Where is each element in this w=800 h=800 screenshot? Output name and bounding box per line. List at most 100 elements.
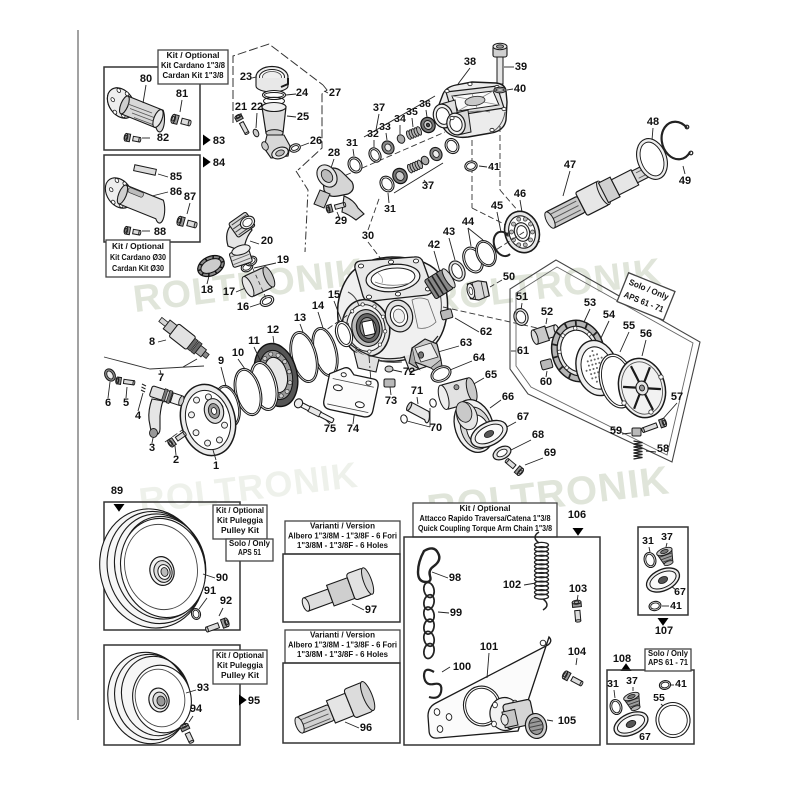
svg-text:31: 31 — [384, 203, 396, 215]
svg-text:51: 51 — [516, 291, 528, 303]
svg-text:Solo / Only: Solo / Only — [229, 538, 270, 548]
svg-text:APS 61 - 71: APS 61 - 71 — [648, 657, 688, 667]
svg-text:Kit / Optional: Kit / Optional — [112, 241, 164, 251]
svg-text:APS 51: APS 51 — [238, 547, 261, 557]
svg-text:39: 39 — [515, 61, 527, 73]
svg-text:Kit Puleggia: Kit Puleggia — [217, 660, 263, 670]
svg-text:5: 5 — [123, 397, 129, 409]
svg-text:6: 6 — [105, 397, 111, 409]
svg-text:73: 73 — [385, 395, 397, 407]
svg-text:27: 27 — [329, 87, 341, 99]
svg-text:66: 66 — [502, 391, 514, 403]
svg-text:Varianti / Version: Varianti / Version — [310, 631, 375, 640]
svg-text:41: 41 — [675, 678, 687, 690]
svg-text:103: 103 — [569, 583, 587, 595]
svg-text:62: 62 — [480, 326, 492, 338]
svg-text:Solo / Only: Solo / Only — [648, 648, 688, 658]
svg-text:43: 43 — [443, 226, 455, 238]
svg-text:28: 28 — [328, 147, 340, 159]
svg-text:3: 3 — [149, 442, 155, 454]
svg-text:30: 30 — [362, 230, 374, 242]
svg-text:2: 2 — [173, 454, 179, 466]
svg-text:16: 16 — [237, 301, 249, 313]
svg-text:17: 17 — [223, 286, 235, 298]
svg-text:10: 10 — [232, 347, 244, 359]
svg-text:86: 86 — [170, 186, 182, 198]
svg-text:21: 21 — [235, 101, 247, 113]
svg-text:Pulley Kit: Pulley Kit — [221, 670, 259, 680]
svg-text:61: 61 — [517, 345, 529, 357]
svg-text:Kit / Optional: Kit / Optional — [216, 505, 264, 515]
svg-text:37: 37 — [661, 531, 673, 543]
svg-text:12: 12 — [267, 324, 279, 336]
svg-text:108: 108 — [613, 653, 631, 665]
svg-text:31: 31 — [607, 678, 619, 690]
svg-text:101: 101 — [480, 641, 498, 653]
svg-text:Cardan Kit Ø30: Cardan Kit Ø30 — [112, 263, 164, 273]
svg-text:37: 37 — [373, 102, 385, 114]
svg-text:Varianti / Version: Varianti / Version — [310, 522, 375, 531]
svg-text:46: 46 — [514, 188, 526, 200]
svg-text:9: 9 — [218, 355, 224, 367]
svg-text:14: 14 — [312, 300, 325, 312]
svg-text:94: 94 — [190, 703, 203, 715]
svg-text:26: 26 — [310, 135, 322, 147]
svg-text:98: 98 — [449, 572, 461, 584]
svg-text:33: 33 — [379, 121, 391, 133]
svg-text:48: 48 — [647, 116, 659, 128]
svg-text:65: 65 — [485, 369, 497, 381]
svg-text:31: 31 — [642, 535, 654, 547]
svg-text:64: 64 — [473, 352, 486, 364]
svg-text:87: 87 — [184, 191, 196, 203]
svg-text:37: 37 — [422, 180, 434, 192]
svg-text:105: 105 — [558, 715, 576, 727]
svg-text:74: 74 — [347, 423, 360, 435]
svg-text:99: 99 — [450, 607, 462, 619]
svg-text:93: 93 — [197, 682, 209, 694]
svg-text:57: 57 — [671, 391, 683, 403]
svg-text:63: 63 — [460, 337, 472, 349]
svg-text:22: 22 — [251, 101, 263, 113]
svg-text:13: 13 — [294, 312, 306, 324]
svg-text:85: 85 — [170, 171, 182, 183]
svg-text:67: 67 — [517, 411, 529, 423]
svg-text:15: 15 — [328, 289, 340, 301]
svg-text:50: 50 — [503, 271, 515, 283]
svg-text:72: 72 — [403, 366, 415, 378]
svg-text:8: 8 — [149, 336, 155, 348]
svg-text:71: 71 — [411, 385, 423, 397]
svg-text:24: 24 — [296, 87, 309, 99]
svg-text:Quick Coupling Torque Arm Chai: Quick Coupling Torque Arm Chain 1"3/8 — [418, 524, 552, 533]
svg-text:60: 60 — [540, 376, 552, 388]
svg-text:Kit / Optional: Kit / Optional — [216, 650, 264, 660]
svg-text:Kit Puleggia: Kit Puleggia — [217, 515, 263, 525]
svg-text:31: 31 — [346, 137, 358, 149]
svg-text:20: 20 — [261, 235, 273, 247]
svg-text:55: 55 — [653, 692, 665, 704]
svg-text:69: 69 — [544, 447, 556, 459]
svg-text:36: 36 — [419, 98, 431, 110]
svg-text:88: 88 — [154, 226, 166, 238]
svg-text:Kit Cardano Ø30: Kit Cardano Ø30 — [110, 252, 166, 262]
svg-text:83: 83 — [213, 135, 225, 147]
svg-text:53: 53 — [584, 297, 596, 309]
svg-text:49: 49 — [679, 175, 691, 187]
svg-text:40: 40 — [514, 83, 526, 95]
svg-text:Pulley Kit: Pulley Kit — [221, 525, 259, 535]
svg-text:45: 45 — [491, 200, 503, 212]
svg-text:47: 47 — [564, 159, 576, 171]
svg-text:59: 59 — [610, 425, 622, 437]
svg-text:1"3/8M - 1"3/8F - 6 Holes: 1"3/8M - 1"3/8F - 6 Holes — [297, 650, 388, 659]
svg-text:75: 75 — [324, 423, 336, 435]
svg-text:67: 67 — [674, 586, 686, 598]
svg-text:23: 23 — [240, 71, 252, 83]
svg-text:25: 25 — [297, 111, 309, 123]
svg-text:7: 7 — [158, 372, 164, 384]
svg-text:38: 38 — [464, 56, 476, 68]
svg-text:Attacco Rapido Traversa/Catena: Attacco Rapido Traversa/Catena 1"3/8 — [420, 514, 551, 523]
svg-text:70: 70 — [430, 422, 442, 434]
svg-text:Albero 1"3/8M - 1"3/8F - 6 For: Albero 1"3/8M - 1"3/8F - 6 Fori — [288, 531, 397, 540]
svg-text:102: 102 — [503, 579, 521, 591]
svg-text:32: 32 — [367, 128, 379, 140]
svg-text:42: 42 — [428, 239, 440, 251]
